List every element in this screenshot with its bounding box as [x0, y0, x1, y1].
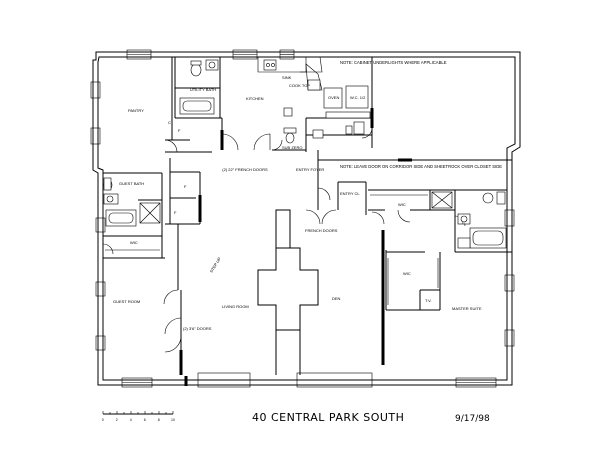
note-cabinet: NOTE: CABINET UNDERLIGHTS WHERE APPLICAB…: [340, 60, 447, 65]
label-wc: W.C. 1/2: [350, 95, 366, 100]
label-sub-zero: SUB ZERO: [282, 145, 302, 150]
label-wic-right: WIC: [403, 271, 411, 276]
label-living-room: LIVING ROOM: [222, 304, 249, 309]
label-pantry: PANTRY: [128, 108, 144, 113]
scale-tick-4: 4: [130, 418, 132, 422]
scale-tick-10: 10: [171, 418, 175, 422]
scale-tick-2: 2: [116, 418, 118, 422]
label-entry-cl: ENTRY CL: [340, 191, 360, 196]
label-utility-bath: UTILITY BATH: [190, 87, 216, 92]
label-f1: F: [178, 128, 181, 133]
label-french-doors-top: (2) 22" FRENCH DOORS: [222, 167, 268, 172]
label-c2: C: [462, 220, 465, 225]
label-step-up: STEP UP: [209, 256, 222, 273]
label-f2: F: [184, 184, 187, 189]
label-kitchen: KITCHEN: [246, 96, 264, 101]
note-door: NOTE: LEAVE DOOR ON CORRIDOR SIDE AND SH…: [340, 164, 502, 169]
label-c1: C: [168, 120, 171, 125]
interior-walls: [103, 57, 512, 386]
room-labels: PANTRY UTILITY BATH KITCHEN COOK TOP SIN…: [113, 75, 482, 331]
label-french-doors-mid: FRENCH DOORS: [305, 228, 338, 233]
label-cooktop: COOK TOP: [289, 83, 310, 88]
label-f3: F: [174, 210, 177, 215]
label-wic-center: WIC: [398, 202, 406, 207]
label-oven: OVEN: [328, 95, 339, 100]
label-guest-bath: GUEST BATH: [119, 181, 144, 186]
label-wic-left: WIC: [130, 240, 138, 245]
label-entry-foyer: ENTRY FOYER: [296, 167, 324, 172]
doors: [102, 127, 466, 353]
label-master-suite: MASTER SUITE: [452, 306, 482, 311]
scale-tick-8: 8: [158, 418, 160, 422]
label-french-doors-left: (2) 3'6" DOORS: [183, 326, 212, 331]
windows: [90, 49, 515, 388]
label-sink: SINK: [282, 75, 292, 80]
fixtures: [103, 56, 507, 305]
scale-tick-0: 0: [102, 418, 104, 422]
scale-bar: 0 2 4 6 8 10: [102, 411, 175, 422]
label-guest-room: GUEST ROOM: [113, 299, 140, 304]
scale-tick-6: 6: [144, 418, 146, 422]
label-tv: T.V.: [425, 298, 432, 303]
plan-date: 9/17/98: [455, 414, 490, 424]
label-den: DEN: [332, 296, 341, 301]
plan-title: 40 CENTRAL PARK SOUTH: [252, 411, 404, 424]
